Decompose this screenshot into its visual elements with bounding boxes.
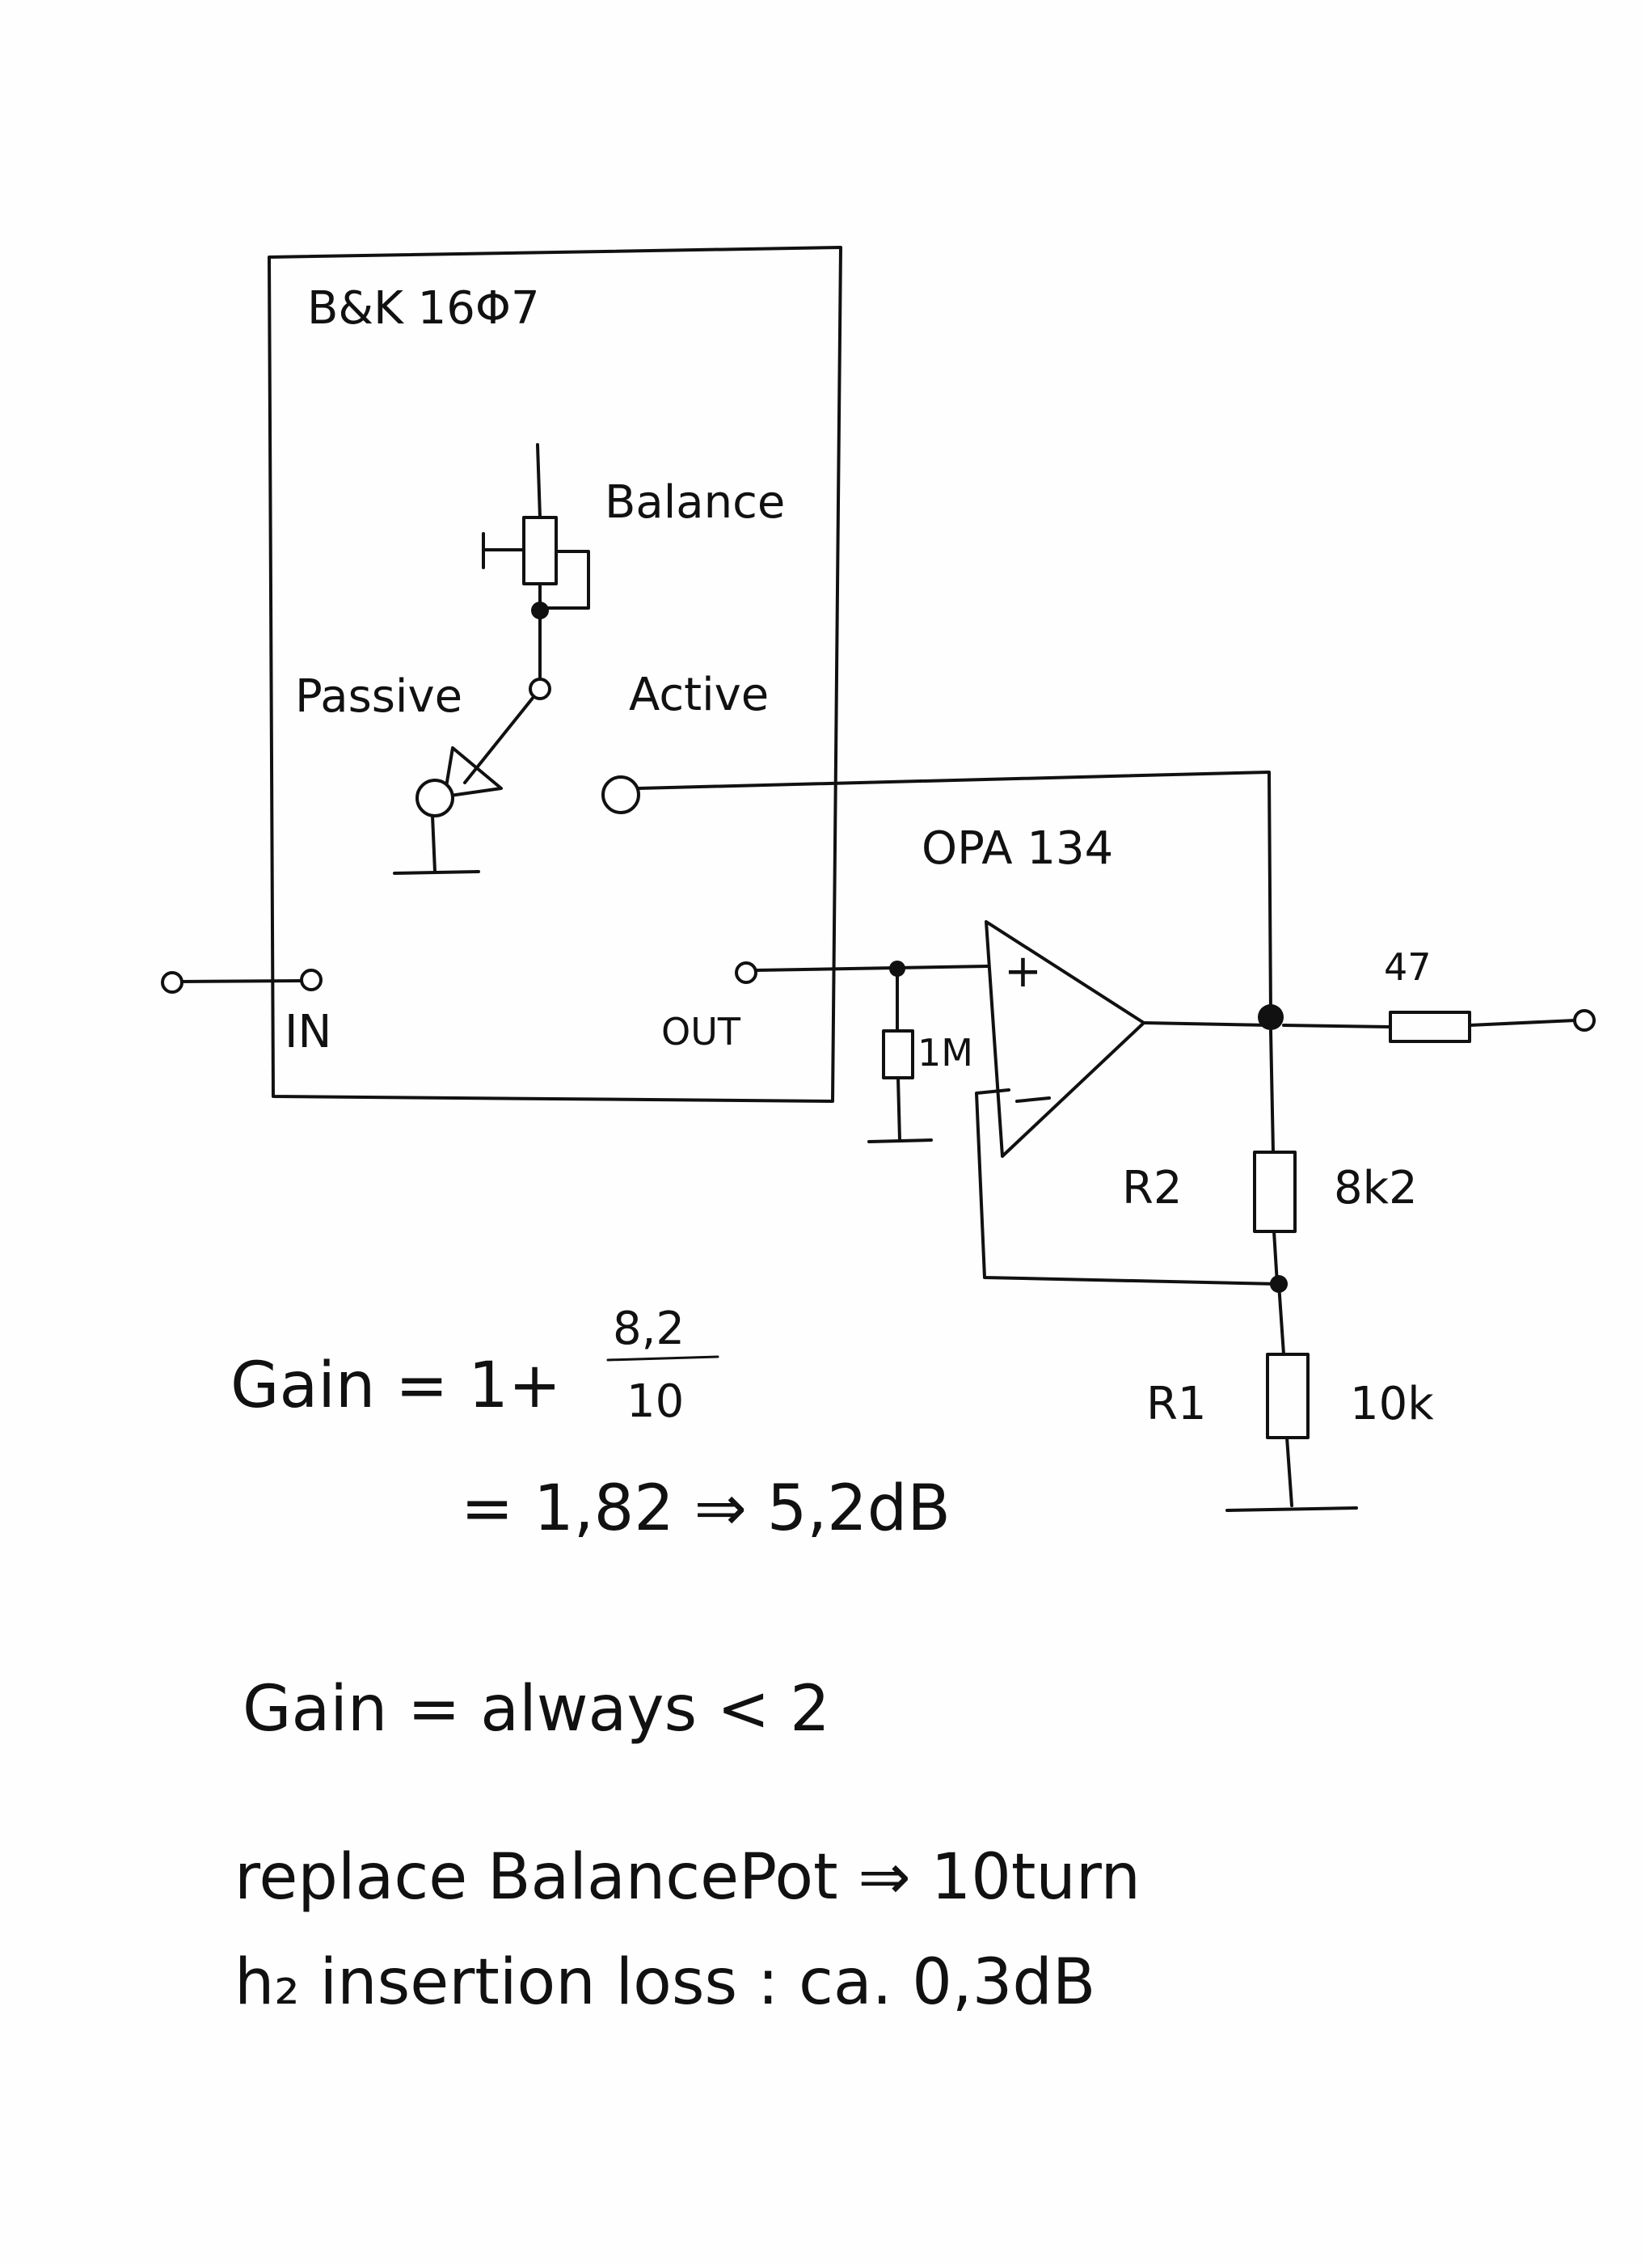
active-label: Active: [629, 669, 769, 721]
switch-common-terminal: [529, 678, 551, 700]
out-label: OUT: [661, 1010, 741, 1054]
r2-name: R2: [1122, 1162, 1183, 1214]
resistor-47: [1282, 1011, 1576, 1043]
resistor-1m-value: 1M: [917, 1031, 973, 1075]
in-label: IN: [285, 1006, 331, 1058]
opamp-plus-sign: +: [1004, 945, 1042, 998]
inverting-feedback-wire: [975, 1088, 1280, 1286]
passive-label: Passive: [295, 670, 462, 723]
switch-actuator-arrow: [443, 746, 503, 798]
device-box: [268, 246, 842, 1103]
replace-pot-note: replace BalancePot ⇒ 10turn: [234, 1841, 1141, 1914]
out-to-opamp-wire: [754, 965, 989, 972]
r2-value: 8k2: [1334, 1162, 1418, 1214]
opamp-triangle: [985, 920, 1145, 1158]
resistor-47-value: 47: [1384, 945, 1432, 989]
balance-label: Balance: [605, 476, 785, 529]
switch-lever: [463, 695, 535, 784]
r1-name: R1: [1146, 1378, 1207, 1430]
passive-terminal: [415, 779, 454, 817]
passive-ground-symbol: [393, 870, 480, 875]
resistor-1m: [867, 967, 933, 1143]
balance-wiper-junction: [531, 602, 549, 619]
in-external-terminal: [161, 971, 183, 994]
gain-formula-numerator: 8,2: [613, 1303, 685, 1355]
gain-formula-lhs: Gain = 1+: [230, 1349, 561, 1422]
in-terminal: [300, 969, 323, 991]
r1-value: 10k: [1350, 1378, 1434, 1430]
insertion-loss-note: h₂ insertion loss : ca. 0,3dB: [234, 1946, 1095, 2019]
output-node-junction: [1258, 1004, 1284, 1030]
resistor-r2: [1253, 1029, 1297, 1286]
in-wire: [180, 979, 303, 983]
passive-ground-wire: [431, 814, 437, 873]
active-terminal: [601, 775, 640, 814]
device-title: B&K 16Φ7: [307, 282, 540, 335]
output-terminal: [1573, 1009, 1596, 1032]
gain-formula-denominator: 10: [626, 1375, 684, 1428]
gain-fraction-bar: [606, 1355, 719, 1362]
out-terminal: [735, 961, 757, 984]
opamp-output-wire: [1142, 1021, 1272, 1027]
balance-potentiometer: [482, 443, 590, 689]
resistor-r1: [1225, 1282, 1358, 1512]
gain-result: = 1,82 ⇒ 5,2dB: [461, 1472, 951, 1545]
opamp-label: OPA 134: [922, 822, 1113, 875]
active-feedback-wire: [637, 771, 1272, 1016]
opamp-minus-sign: [1015, 1096, 1051, 1103]
gain-always-note: Gain = always < 2: [243, 1673, 830, 1746]
